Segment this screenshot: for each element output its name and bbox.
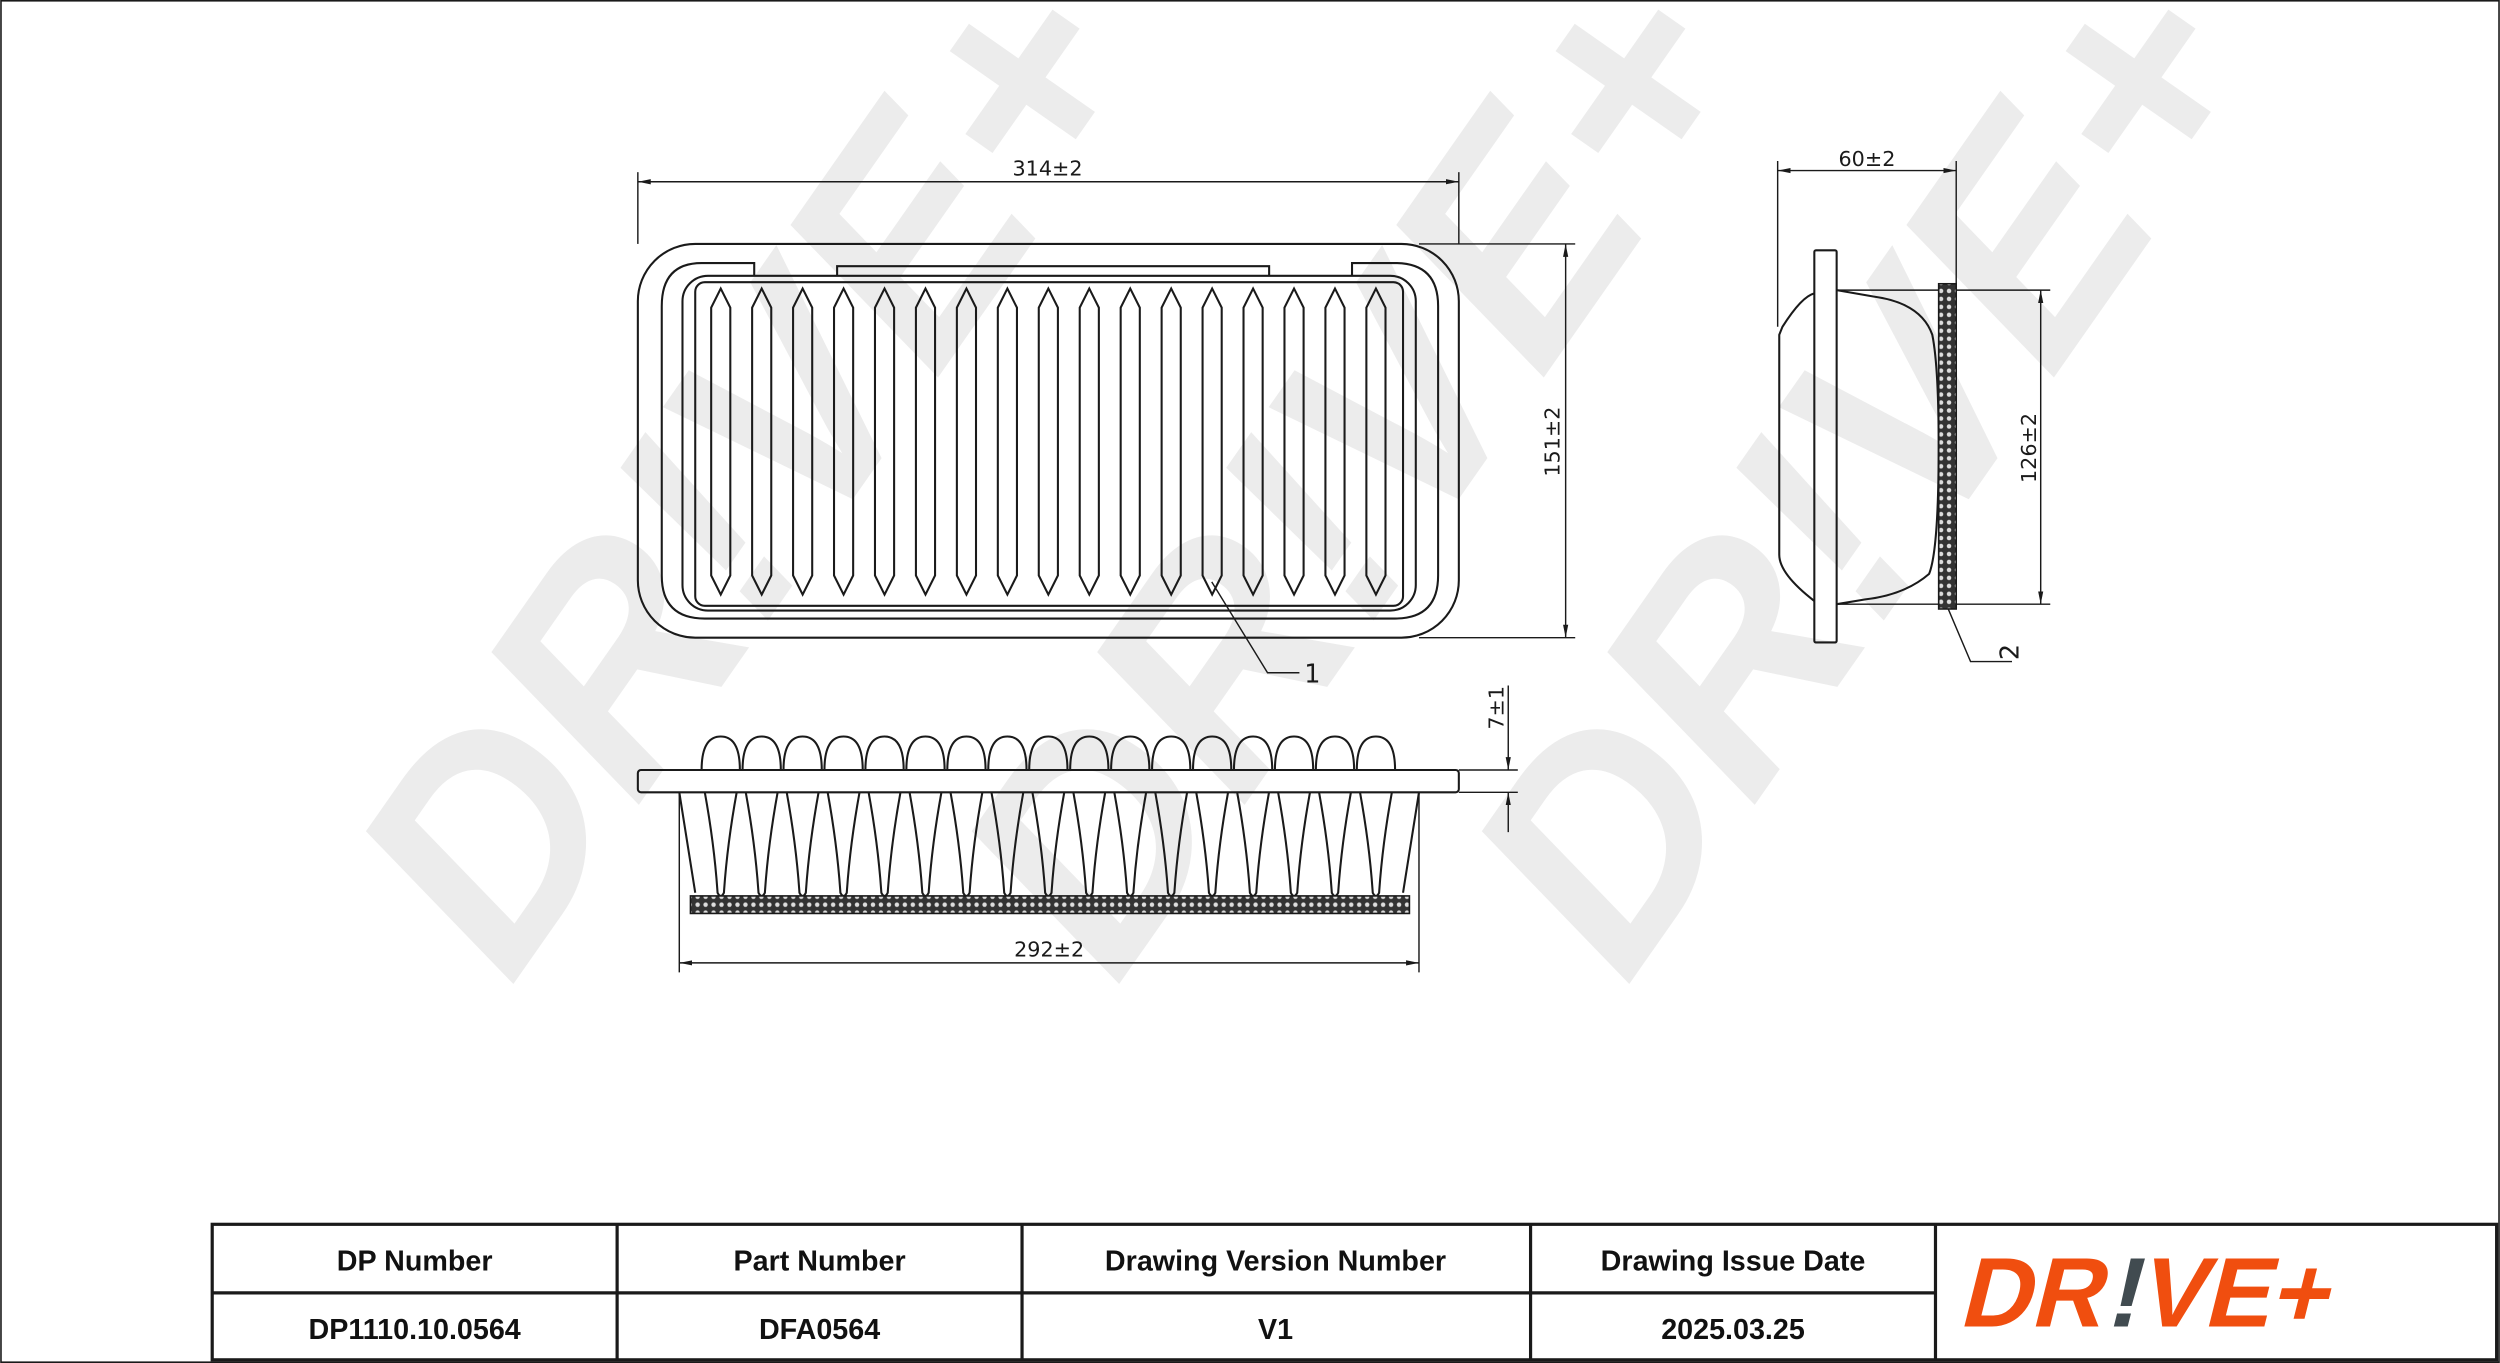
- value-issue-date: 2025.03.25: [1661, 1314, 1805, 1346]
- pleat-top: [905, 735, 946, 770]
- pleat-top: [1151, 735, 1192, 770]
- title-block: DP Number Part Number Drawing Version Nu…: [210, 1222, 2499, 1362]
- pleat-group: [710, 286, 1387, 597]
- pleat-top: [1191, 735, 1233, 770]
- pleat: [955, 286, 978, 597]
- pleat: [1037, 286, 1059, 597]
- svg-text:VE+: VE+: [2131, 1238, 2348, 1348]
- svg-text:DR: DR: [1952, 1238, 2122, 1348]
- pleat: [1283, 286, 1305, 597]
- pleat: [1119, 286, 1141, 597]
- dimension-inner-height: 126±2: [2017, 413, 2041, 483]
- header-drawing-version: Drawing Version Number: [1105, 1246, 1446, 1278]
- pleat: [1078, 286, 1100, 597]
- side-view: 60±2 126±2 2: [1776, 147, 2051, 663]
- pleat: [1324, 286, 1346, 597]
- pleat-top: [987, 735, 1028, 770]
- pleat-top: [1273, 735, 1315, 770]
- dimension-length: 314±2: [1012, 156, 1082, 180]
- pleat-tops: [700, 735, 1397, 770]
- value-drawing-version: V1: [1258, 1314, 1293, 1346]
- pleat-top: [1232, 735, 1274, 770]
- pleat-edge: [678, 792, 1421, 893]
- pleat-top: [1069, 735, 1110, 770]
- value-dp-number: DP1110.10.0564: [309, 1314, 521, 1346]
- pleat: [751, 286, 773, 597]
- dimension-height: 60±2: [1838, 147, 1895, 171]
- dimension-flange-thickness: 7±1: [1484, 686, 1508, 730]
- pleat-top: [741, 735, 782, 770]
- pleat: [710, 286, 732, 597]
- pleat-top: [864, 735, 905, 770]
- pleat: [832, 286, 855, 597]
- pleat: [1365, 286, 1387, 597]
- pleat-top: [1110, 735, 1151, 770]
- front-view: 292±2 7±1: [636, 685, 1518, 973]
- dimension-width: 151±2: [1540, 407, 1564, 477]
- header-part-number: Part Number: [733, 1246, 905, 1278]
- pleat-top: [1355, 735, 1397, 770]
- value-part-number: DFA0564: [759, 1314, 880, 1346]
- pleat-top: [946, 735, 987, 770]
- pleat: [1160, 286, 1182, 597]
- pleat-top: [1314, 735, 1356, 770]
- header-dp-number: DP Number: [337, 1246, 493, 1278]
- pleat-top: [700, 735, 741, 770]
- pleat: [1201, 286, 1223, 597]
- pleat: [914, 286, 937, 597]
- top-view: 314±2 151±2 1: [636, 156, 1576, 689]
- pleat: [873, 286, 896, 597]
- pleat: [792, 286, 814, 597]
- drive-plus-logo: DR ! VE+: [1952, 1238, 2348, 1348]
- pleat: [996, 286, 1018, 597]
- pleat-top: [1028, 735, 1069, 770]
- pleat-top: [782, 735, 823, 770]
- dimension-media-length: 292±2: [1014, 937, 1084, 961]
- pleat-top: [823, 735, 864, 770]
- mesh-gasket: [1937, 282, 1958, 610]
- filter-media-strip: [689, 895, 1411, 915]
- callout-1: 1: [1304, 659, 1320, 689]
- callout-2: 2: [1995, 644, 2025, 660]
- pleat: [1242, 286, 1264, 597]
- header-issue-date: Drawing Issue Date: [1601, 1246, 1866, 1278]
